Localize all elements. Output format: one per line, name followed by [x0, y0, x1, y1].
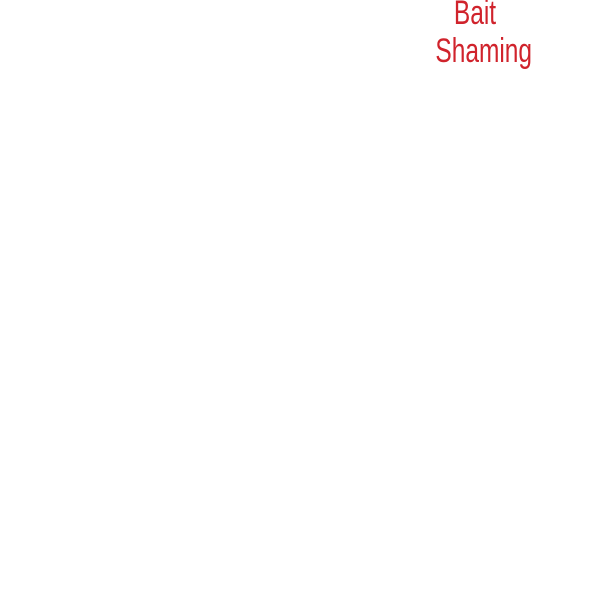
title-line-2: Shaming [435, 32, 533, 70]
title-text: Bait Shaming [435, 0, 533, 70]
title-line-1: Bait [453, 0, 497, 32]
